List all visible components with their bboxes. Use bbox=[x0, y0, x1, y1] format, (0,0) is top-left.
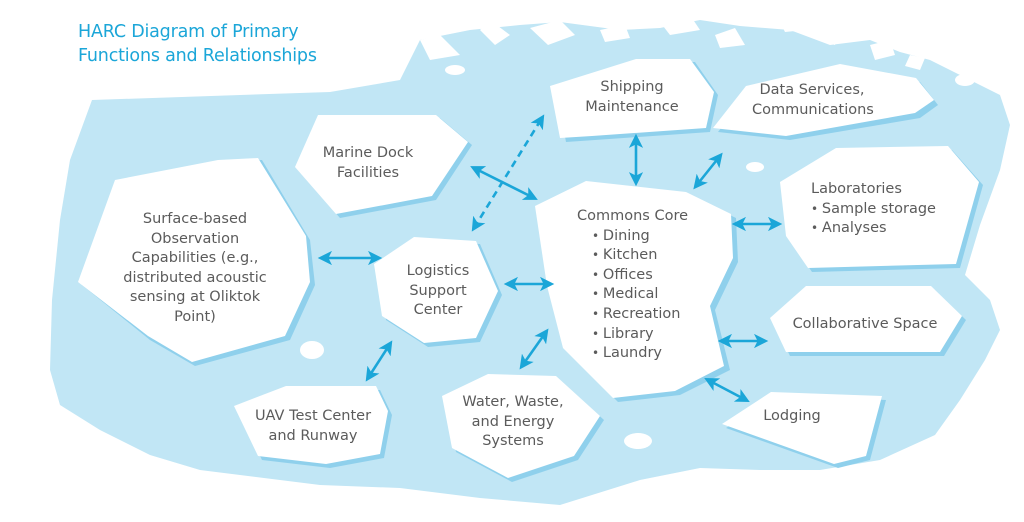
label-item: Medical bbox=[592, 285, 688, 305]
arrow-uav-logistics bbox=[365, 340, 393, 382]
arrow-logistics-shipping-dashed bbox=[471, 114, 545, 232]
label-item: Recreation bbox=[592, 305, 688, 325]
ice-fragments-top bbox=[300, 15, 975, 449]
arrow-water-waste-commons bbox=[519, 328, 549, 370]
node-logistics: Logistics Support Center bbox=[388, 262, 488, 321]
label-line: sensing at Oliktok bbox=[129, 289, 261, 306]
label-line: and Energy bbox=[471, 413, 555, 430]
label-line: Water, Waste, bbox=[462, 394, 564, 410]
connection-arrows bbox=[317, 114, 783, 402]
label-item: Offices bbox=[592, 266, 688, 286]
floe-water-waste bbox=[442, 374, 600, 478]
node-surface-obs: Surface-based Observation Capabilities (… bbox=[120, 210, 270, 328]
arrow-data-services-commons bbox=[693, 152, 723, 190]
label-heading: Commons Core bbox=[577, 208, 689, 224]
label-line: Marine Dock bbox=[322, 145, 414, 161]
node-uav: UAV Test Center and Runway bbox=[248, 407, 378, 446]
label-line: Shipping bbox=[600, 79, 664, 95]
label-item: Dining bbox=[592, 227, 688, 247]
label-line: distributed acoustic bbox=[123, 269, 267, 286]
label-item: Sample storage bbox=[811, 200, 936, 220]
node-shipping: Shipping Maintenance bbox=[572, 78, 692, 117]
label-line: Systems bbox=[482, 433, 544, 450]
diagram-title: HARC Diagram of Primary Functions and Re… bbox=[78, 20, 317, 68]
label-line: Collaborative Space bbox=[792, 316, 938, 332]
title-line-1: HARC Diagram of Primary bbox=[78, 22, 299, 42]
floe-surface-obs bbox=[78, 158, 310, 362]
label-heading: Laboratories bbox=[811, 181, 902, 197]
label-line: Point) bbox=[174, 308, 216, 325]
label-line: Surface-based bbox=[142, 211, 248, 227]
node-collaborative: Collaborative Space bbox=[780, 315, 950, 335]
node-data-services: Data Services, Communications bbox=[752, 81, 874, 120]
node-marine-dock: Marine Dock Facilities bbox=[308, 144, 428, 183]
label-line: Maintenance bbox=[585, 98, 679, 115]
label-item: Laundry bbox=[592, 344, 688, 364]
label-line: Logistics bbox=[406, 263, 470, 279]
label-item: Analyses bbox=[811, 219, 936, 239]
floe-data-services bbox=[713, 64, 934, 136]
floe-shipping bbox=[550, 59, 714, 138]
label-line: Lodging bbox=[763, 408, 821, 424]
node-commons-core: Commons Core Dining Kitchen Offices Medi… bbox=[577, 207, 688, 364]
water-background bbox=[50, 20, 1010, 505]
label-line: Observation bbox=[150, 230, 240, 247]
label-line: and Runway bbox=[268, 427, 358, 444]
label-line: Communications bbox=[752, 101, 874, 118]
label-line: Center bbox=[413, 302, 463, 319]
label-item: Library bbox=[592, 325, 688, 345]
label-line: Capabilities (e.g., bbox=[131, 250, 259, 267]
label-line: Facilities bbox=[336, 164, 400, 181]
node-lodging: Lodging bbox=[752, 407, 832, 427]
arrow-lodging-commons bbox=[704, 378, 750, 402]
floe-lodging bbox=[722, 392, 882, 464]
label-item: Kitchen bbox=[592, 246, 688, 266]
floe-uav bbox=[234, 386, 388, 464]
node-water-waste: Water, Waste, and Energy Systems bbox=[458, 393, 568, 452]
floe-logistics bbox=[374, 237, 498, 343]
title-line-2: Functions and Relationships bbox=[78, 46, 317, 66]
label-line: Data Services, bbox=[759, 82, 865, 98]
node-laboratories: Laboratories Sample storage Analyses bbox=[811, 180, 936, 239]
floe-collaborative bbox=[770, 286, 962, 352]
floe-marine-dock bbox=[295, 115, 468, 214]
label-line: Support bbox=[409, 282, 467, 299]
label-line: UAV Test Center bbox=[254, 408, 372, 424]
